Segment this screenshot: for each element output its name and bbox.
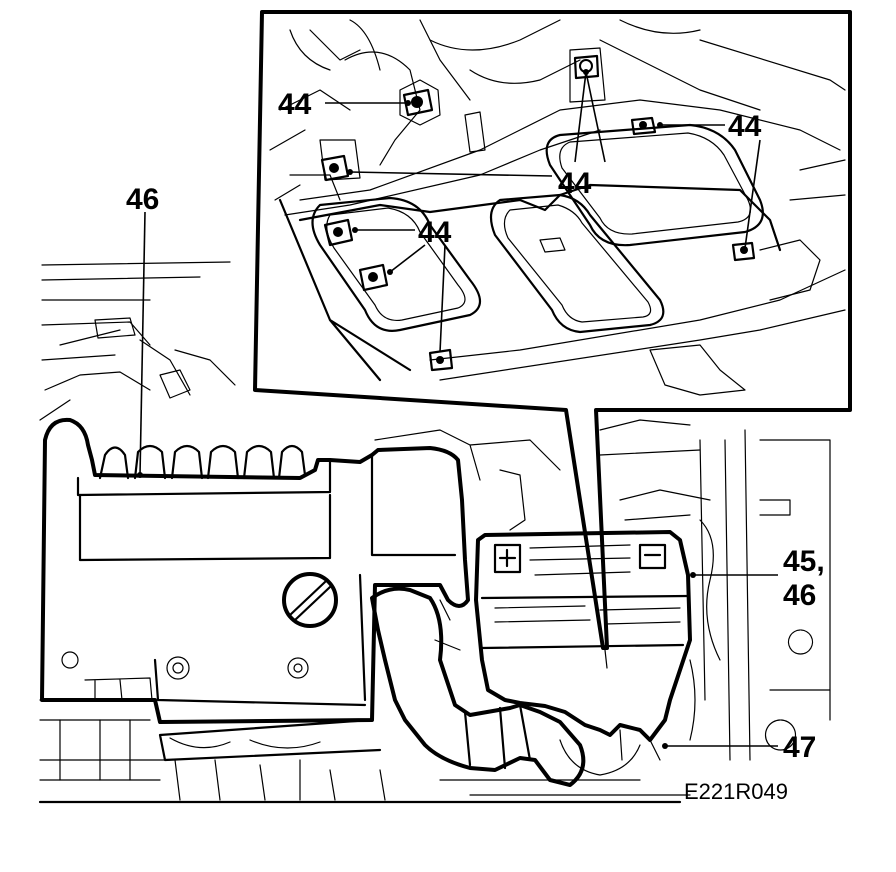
callout-45: 45,: [783, 545, 825, 578]
callout-44-right: 44: [728, 110, 762, 143]
callout-47: 47: [783, 731, 816, 764]
bolt-1: [402, 88, 434, 117]
bolt-7: [731, 241, 756, 262]
callout-44-center: 44: [558, 167, 592, 200]
tray-bolts: [320, 54, 756, 372]
callout-46-overview: 46: [126, 183, 159, 216]
bolt-5: [323, 218, 354, 247]
battery: [474, 530, 692, 761]
bolt-6: [358, 263, 389, 292]
bolt-3: [630, 116, 657, 136]
figure-code: E221R049: [684, 779, 788, 804]
engine-bay-background: [38, 261, 831, 804]
callout-44-top-left: 44: [278, 88, 312, 121]
air-cleaner-housing: [40, 417, 470, 724]
intake-hose: [158, 586, 586, 787]
leader-lines: [137, 69, 778, 749]
bolt-4: [320, 154, 350, 182]
callout-44-lower: 44: [418, 216, 452, 249]
callout-labels: 44 44 44 44 46 45, 46 47 E221R049: [126, 88, 825, 804]
callout-46-cable: 46: [783, 579, 816, 612]
inset-internal-lines: [269, 19, 846, 396]
detail-inset: [253, 10, 852, 650]
bolt-8: [428, 348, 454, 372]
